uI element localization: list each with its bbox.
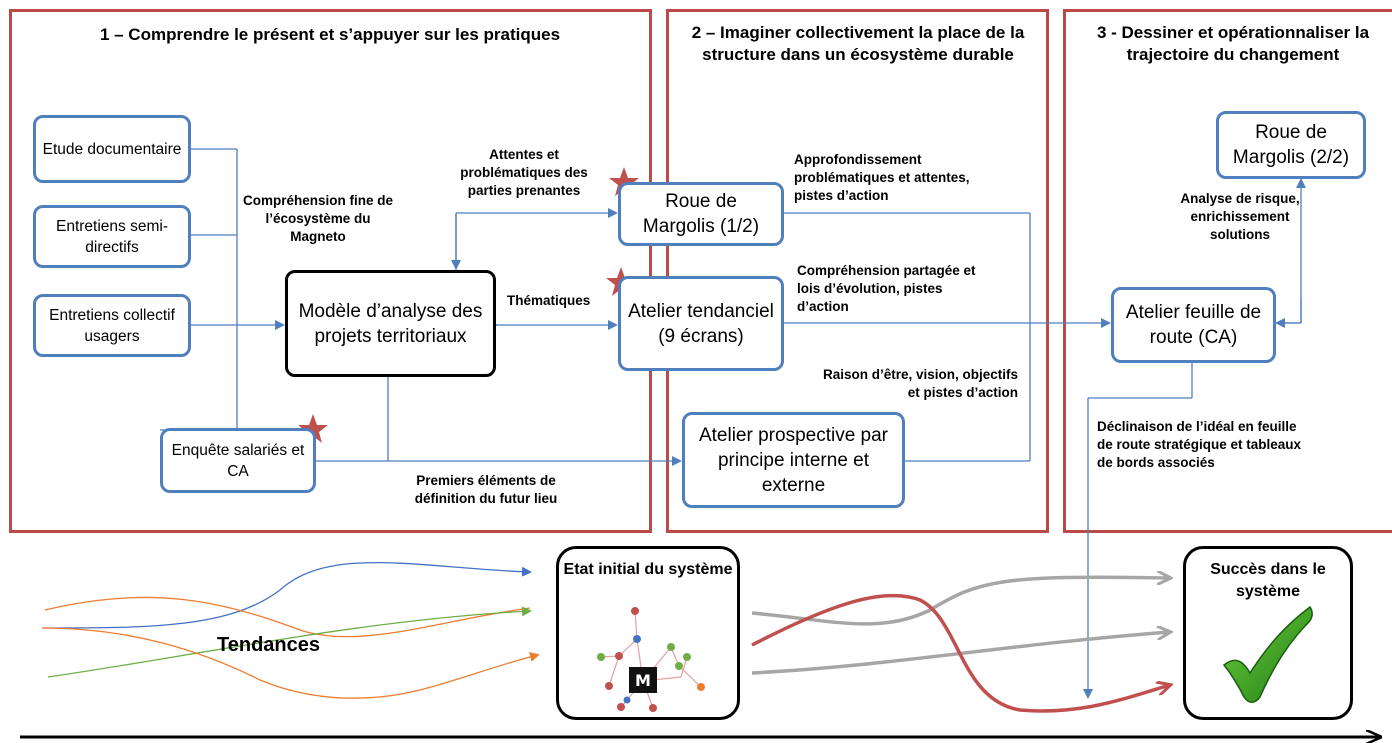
comprehension-fine-label: Compréhension fine de l’écosystème du Ma… bbox=[242, 193, 394, 244]
tendances-label: Tendances bbox=[217, 634, 320, 656]
analyse-risque-label: Analyse de risque, enrichissement soluti… bbox=[1180, 191, 1300, 242]
declinaison-label: Déclinaison de l’idéal en feuille de rou… bbox=[1097, 419, 1302, 470]
approfondissement-label: Approfondissement problématiques et atte… bbox=[794, 152, 970, 203]
phase-1-panel bbox=[9, 9, 652, 533]
phase-3-panel bbox=[1063, 9, 1392, 533]
success-state-title: Succès dans le système bbox=[1210, 561, 1326, 600]
phase-2-title: 2 – Imaginer collectivement la place de … bbox=[691, 23, 1025, 64]
initial-state-title: Etat initial du système bbox=[563, 561, 733, 578]
attentes-label: Attentes et problématiques des parties p… bbox=[460, 147, 588, 198]
thematiques-label: Thématiques bbox=[507, 293, 591, 308]
success-state-box: Succès dans le système bbox=[1183, 546, 1353, 720]
atelier-prospective-box: Atelier prospective par principe interne… bbox=[682, 412, 905, 508]
comprehension-partagee-label: Compréhension partagée et lois d’évoluti… bbox=[797, 263, 976, 314]
initial-state-box: Etat initial du système M bbox=[556, 546, 740, 720]
phase-3-title: 3 - Dessiner et opérationnaliser la traj… bbox=[1096, 23, 1370, 64]
modele-analyse-box: Modèle d’analyse des projets territoriau… bbox=[285, 270, 496, 377]
roue-margolis-1-box: Roue de Margolis (1/2) bbox=[618, 182, 784, 246]
premiers-elements-label: Premiers éléments de définition du futur… bbox=[414, 473, 558, 506]
svg-text:M: M bbox=[635, 671, 651, 690]
enquete-salaries-box: Enquête salariés et CA bbox=[160, 428, 316, 493]
atelier-feuille-route-box: Atelier feuille de route (CA) bbox=[1111, 287, 1276, 363]
star-icon bbox=[298, 414, 328, 443]
roue-margolis-2-box: Roue de Margolis (2/2) bbox=[1216, 111, 1366, 179]
checkmark-icon bbox=[1222, 605, 1313, 703]
atelier-tendanciel-box: Atelier tendanciel (9 écrans) bbox=[618, 276, 784, 371]
network-graph-icon: M bbox=[597, 607, 705, 712]
phase-1-title: 1 – Comprendre le présent et s’appuyer s… bbox=[99, 25, 561, 44]
etude-documentaire-box: Etude documentaire bbox=[33, 115, 191, 183]
star-icon bbox=[609, 167, 639, 196]
entretiens-semi-directifs-box: Entretiens semi-directifs bbox=[33, 205, 191, 268]
entretiens-collectif-box: Entretiens collectif usagers bbox=[33, 294, 191, 357]
raison-etre-label: Raison d’être, vision, objectifs et pist… bbox=[822, 367, 1018, 400]
phase-2-panel bbox=[666, 9, 1049, 533]
